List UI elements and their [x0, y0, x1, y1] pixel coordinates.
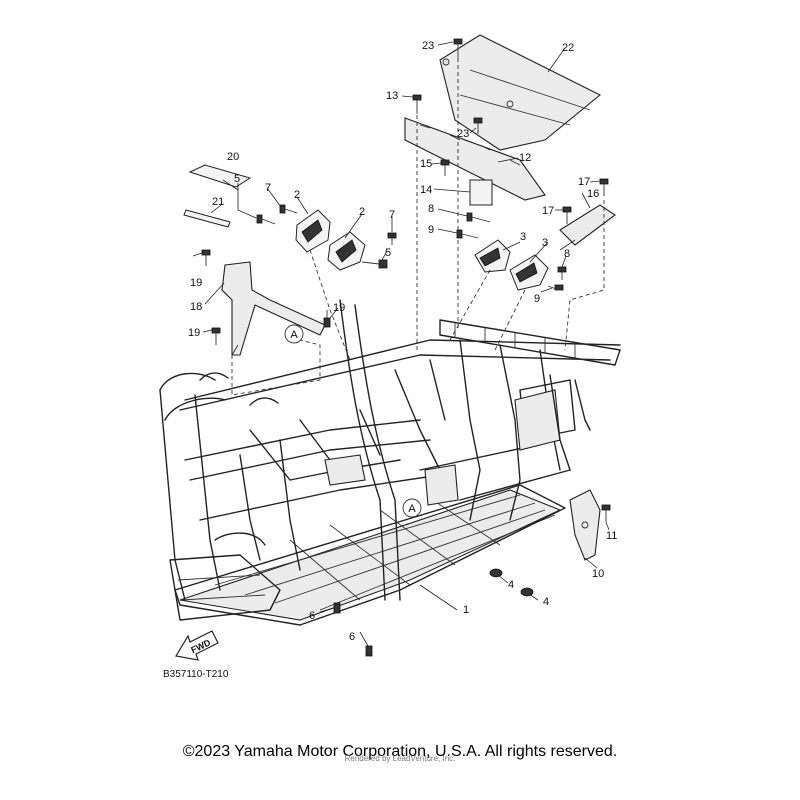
part-number: 14 [420, 184, 432, 196]
part-number: 8 [564, 248, 570, 260]
part-number: 7 [265, 182, 271, 194]
part-number: 21 [212, 196, 224, 208]
part-number: 20 [227, 151, 239, 163]
cross-member [404, 117, 546, 206]
part-number: 12 [519, 152, 531, 164]
part-number: 3 [520, 231, 526, 243]
reference-mark-label: A [408, 503, 416, 515]
part-number: 10 [592, 568, 604, 580]
reference-mark-label: A [290, 329, 298, 341]
small-parts [183, 164, 252, 228]
part-number: 4 [508, 579, 514, 591]
part-number: 13 [386, 90, 398, 102]
part-number: 5 [234, 173, 240, 185]
bolts [201, 38, 611, 657]
part-number: 19 [190, 277, 202, 289]
frame-assembly [159, 299, 621, 626]
pin-21 [183, 209, 231, 228]
part-number: 16 [587, 188, 599, 200]
bracket-right [559, 204, 616, 251]
part-number: 15 [420, 158, 432, 170]
engine-mounts [295, 209, 549, 291]
part-number: 5 [385, 247, 391, 259]
part-number: 11 [606, 530, 617, 542]
bracket-rear [221, 261, 326, 356]
fwd-arrow: FWD [175, 630, 219, 661]
bracket-10 [569, 489, 601, 561]
part-number: 17 [542, 205, 554, 217]
part-number: 8 [428, 203, 434, 215]
part-number: 17 [578, 176, 590, 188]
reference-mark-a-lower: A [402, 498, 422, 518]
part-number: 7 [389, 209, 395, 221]
rendered-by-note: Rendered by LeadVenture, Inc. [344, 754, 456, 763]
copyright-notice: ©2023 Yamaha Motor Corporation, U.S.A. A… [182, 743, 618, 760]
reference-mark-a-upper: A [284, 324, 304, 344]
part-number: 1 [463, 604, 469, 616]
part-number: 19 [333, 302, 345, 314]
part-number: 2 [359, 206, 365, 218]
part-number: 9 [534, 293, 540, 305]
part-number: 18 [190, 301, 202, 313]
part-number: 9 [428, 224, 434, 236]
part-number: 22 [562, 42, 574, 54]
part-number: 19 [188, 327, 200, 339]
part-number: 23 [422, 40, 434, 52]
part-number: 6 [349, 631, 355, 643]
part-number: 4 [543, 596, 549, 608]
part-number: 2 [294, 189, 300, 201]
leader-lines [192, 41, 610, 647]
part-number: 23 [457, 128, 469, 140]
part-number: 3 [542, 237, 548, 249]
plate-20 [188, 164, 252, 188]
part-number: 6 [309, 610, 315, 622]
diagram-code: B357110-T210 [163, 669, 229, 680]
part-number-labels: 1 2 2 3 3 4 4 5 5 6 6 7 7 8 8 9 9 10 11 … [188, 40, 617, 643]
